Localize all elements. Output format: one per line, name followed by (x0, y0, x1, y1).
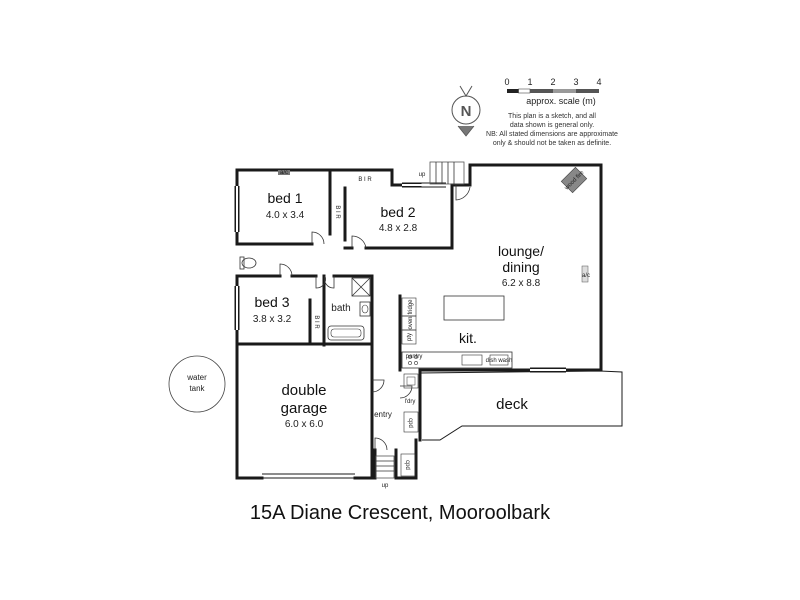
scale-tick-0: 0 (504, 77, 509, 87)
bed1-name: bed 1 (267, 190, 302, 206)
stairs-up-bottom: up (382, 483, 389, 489)
bottom-stairs: up (375, 455, 395, 489)
scale-label: approx. scale (m) (526, 96, 596, 106)
cpd-entry-label: cpd (407, 418, 413, 428)
cpd-bottom-label: cpd (404, 460, 410, 470)
bed2-dims: 4.8 x 2.8 (379, 223, 418, 234)
garage-name-1: double (281, 382, 326, 399)
interior-walls (235, 168, 454, 480)
water-tank: water tank (168, 355, 226, 413)
lounge-name-2: dining (502, 259, 539, 275)
address-title: 15A Diane Crescent, Mooroolbark (249, 502, 551, 524)
entry-name: entry (374, 410, 392, 419)
bir-bed3-label: B I R (313, 315, 319, 329)
pty-label: pty (407, 333, 413, 341)
compass-letter: N (461, 103, 472, 120)
scale-bar: 0 1 2 3 4 approx. scale (m) This plan is… (486, 77, 618, 147)
note-line-4: only & should not be taken as definite. (493, 140, 611, 147)
top-stairs: up (419, 161, 465, 185)
north-compass-icon: N (451, 85, 481, 137)
water-tank-label-2: tank (189, 384, 205, 393)
scale-tick-2: 2 (550, 77, 555, 87)
bir-bed1-label: B I R (334, 205, 340, 219)
garage-name-2: garage (281, 400, 328, 417)
bed2-name: bed 2 (380, 204, 415, 220)
laundry-label: l'dry (405, 399, 416, 405)
ac-top-label: a/c (280, 170, 288, 176)
fridge-label: fridge (408, 299, 414, 315)
oven-label: oven (408, 316, 414, 329)
bath-name: bath (331, 303, 350, 314)
ac-lounge-label: a/c (582, 273, 590, 279)
lounge-dims: 6.2 x 8.8 (502, 278, 541, 289)
room-labels: bed 1 4.0 x 3.4 bed 2 4.8 x 2.8 bed 3 3.… (253, 177, 544, 470)
bed3-dims: 3.8 x 3.2 (253, 314, 292, 325)
scale-tick-4: 4 (596, 77, 601, 87)
bed3-name: bed 3 (254, 294, 289, 310)
pantry-label: pantry (406, 354, 423, 360)
note-line-1: This plan is a sketch, and all (508, 113, 596, 120)
water-tank-label-1: water (186, 373, 207, 382)
note-line-2: data shown is general only. (510, 122, 594, 129)
bed1-dims: 4.0 x 3.4 (266, 210, 305, 221)
fixtures: a/c a/c wood fire dish wash (239, 166, 590, 477)
stairs-up-top: up (419, 172, 426, 178)
note-line-3: NB: All stated dimensions are approximat… (486, 131, 618, 138)
scale-tick-3: 3 (573, 77, 578, 87)
door-swings (279, 185, 471, 451)
deck: deck (419, 370, 623, 441)
garage-dims: 6.0 x 6.0 (285, 419, 324, 430)
windows (234, 182, 566, 373)
bir-top-label: B I R (358, 177, 372, 183)
dishwasher-label: dish wash (486, 358, 513, 364)
lounge-name-1: lounge/ (498, 243, 544, 259)
kitchen-name: kit. (459, 330, 477, 346)
scale-tick-1: 1 (527, 77, 532, 87)
deck-label: deck (496, 396, 528, 413)
